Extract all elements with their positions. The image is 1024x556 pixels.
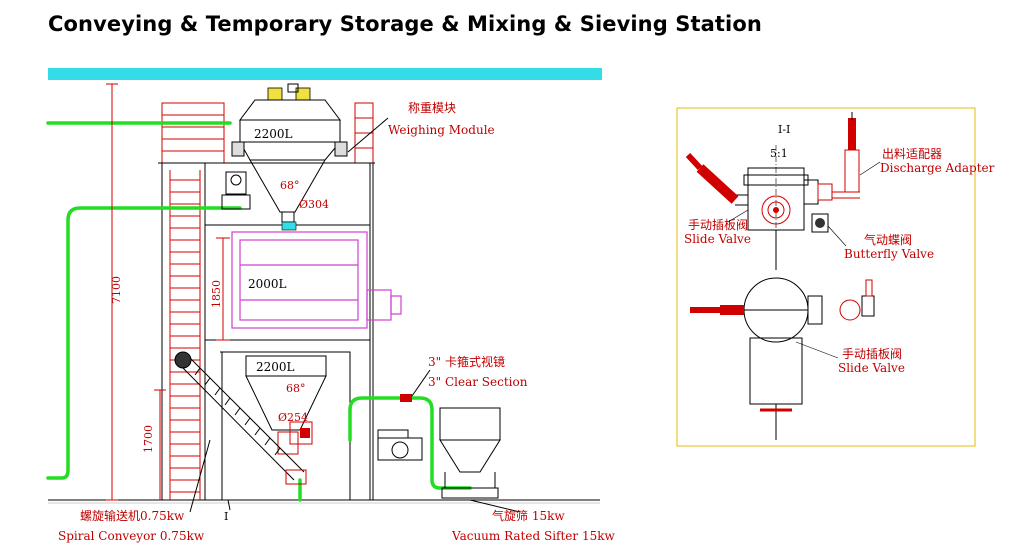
top-tank-capacity: 2200L: [254, 127, 293, 141]
bottom-slide-valve-label-cn: 手动插板阀: [842, 347, 902, 361]
detail-scale: 5:1: [770, 147, 788, 160]
conveyor-label-cn: 螺旋输送机0.75kw: [80, 508, 185, 523]
bottom-tank: 2200L 68° Ø254: [245, 355, 327, 455]
dim-mixer-height: 1850: [210, 280, 223, 308]
bottom-cone-angle: 68°: [286, 382, 306, 395]
section-marker: I: [224, 510, 228, 523]
detail-panel: I-I 5:1 出料适配器 Discharge Adapter 手动插板阀 Sl…: [676, 107, 995, 447]
spiral-conveyor: [174, 351, 307, 485]
top-outlet-diameter: Ø304: [299, 198, 329, 211]
dimensions: 7100 1700: [106, 83, 166, 501]
weighing-module-label-cn: 称重模块: [408, 101, 456, 115]
cyan-header-bar: [48, 68, 602, 80]
clear-section-label-cn: 3" 卡箍式视镜: [428, 354, 505, 369]
top-slide-valve-label-cn: 手动插板阀: [688, 218, 748, 232]
discharge-adapter-label: Discharge Adapter: [880, 161, 995, 175]
support-structure: [158, 102, 375, 501]
sifter-label: Vacuum Rated Sifter 15kw: [451, 529, 615, 543]
top-slide-valve-label: Slide Valve: [684, 232, 751, 246]
bottom-tank-capacity: 2200L: [256, 360, 295, 374]
weighing-module-label: Weighing Module: [388, 123, 495, 137]
butterfly-valve-label: Butterfly Valve: [844, 247, 934, 261]
mixer-capacity: 2000L: [248, 277, 287, 291]
page-title: Conveying & Temporary Storage & Mixing &…: [48, 12, 762, 36]
dim-lower-height: 1700: [142, 425, 155, 453]
butterfly-valve-label-cn: 气动蝶阀: [864, 232, 912, 247]
top-clear-section: [281, 221, 297, 231]
top-tank: 2200L 68° Ø304: [221, 83, 348, 231]
clear-section-label: 3" Clear Section: [428, 375, 528, 389]
sifter-label-cn: 气旋筛 15kw: [492, 508, 565, 523]
bottom-outlet-diameter: Ø254: [278, 411, 308, 424]
conveyor-label: Spiral Conveyor 0.75kw: [58, 529, 205, 543]
detail-frame: [676, 107, 976, 447]
discharge-adapter-label-cn: 出料适配器: [882, 147, 942, 161]
clear-section-fitting: [400, 394, 412, 402]
mixer: 2000L 1850: [210, 231, 402, 341]
detail-section-title: I-I: [778, 123, 790, 136]
bottom-slide-valve-label: Slide Valve: [838, 361, 905, 375]
callouts: 称重模块 Weighing Module 3" 卡箍式视镜 3" Clear S…: [58, 101, 615, 543]
top-cone-angle: 68°: [280, 179, 300, 192]
vacuum-sifter: [377, 394, 501, 499]
dim-total-height: 7100: [110, 276, 123, 304]
green-pipes: [46, 121, 472, 502]
